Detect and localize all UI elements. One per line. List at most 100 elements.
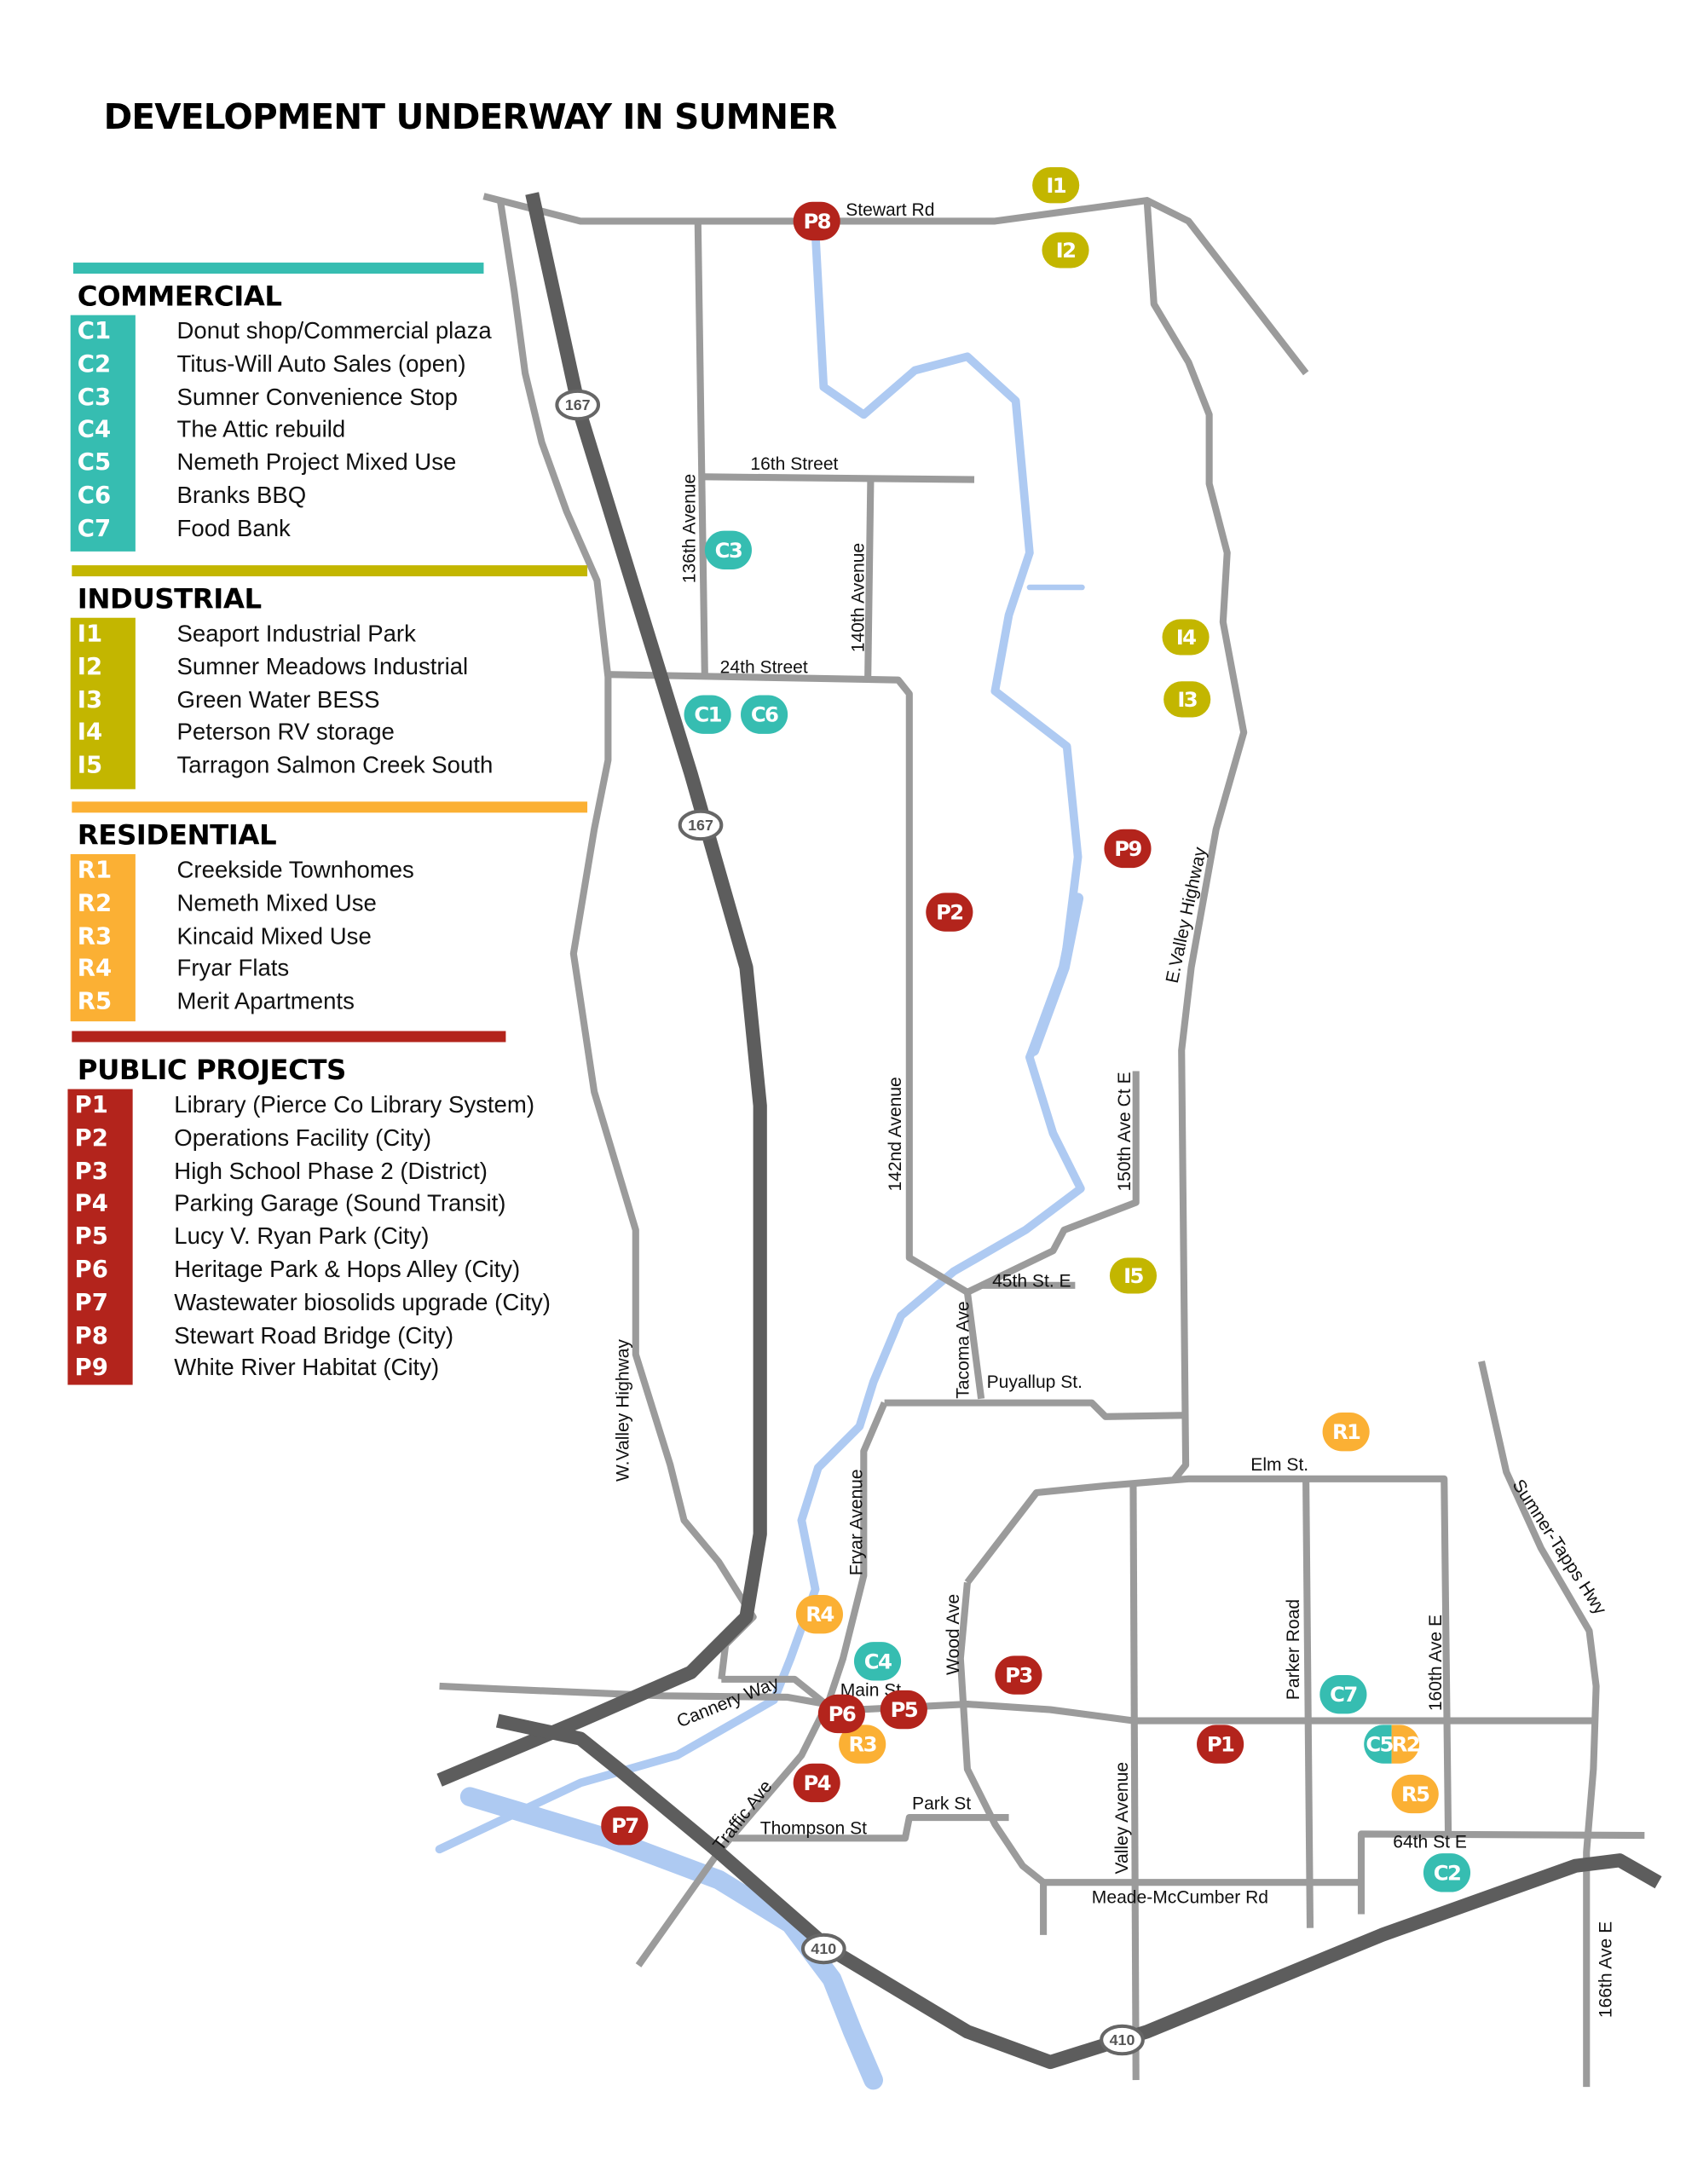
road-label: Traffic Ave — [709, 1777, 776, 1854]
marker-i5[interactable]: I5 — [1109, 1257, 1158, 1294]
commercial-heading: COMMERCIAL — [77, 279, 282, 313]
marker-i4[interactable]: I4 — [1162, 619, 1210, 656]
shield-410-icon: 410 — [1100, 2024, 1145, 2056]
svg-text:167: 167 — [565, 396, 591, 413]
svg-text:I1: I1 — [1046, 173, 1065, 198]
marker-r1[interactable]: R1 — [1322, 1412, 1370, 1452]
legend-code: P6 — [74, 1256, 108, 1285]
marker-r5[interactable]: R5 — [1391, 1774, 1439, 1814]
marker-c7[interactable]: C7 — [1319, 1675, 1367, 1714]
marker-c3[interactable]: C3 — [704, 530, 752, 569]
svg-text:R5: R5 — [1401, 1782, 1429, 1806]
marker-c2[interactable]: C2 — [1423, 1853, 1471, 1892]
marker-r3[interactable]: R3 — [839, 1725, 886, 1764]
marker-p4[interactable]: P4 — [793, 1763, 840, 1803]
legend-code: R3 — [77, 922, 113, 950]
marker-p7[interactable]: P7 — [601, 1806, 649, 1846]
marker-c6[interactable]: C6 — [741, 695, 788, 734]
svg-text:R2: R2 — [1392, 1732, 1419, 1757]
legend-description: Operations Facility (City) — [174, 1124, 432, 1152]
svg-text:I5: I5 — [1123, 1263, 1143, 1288]
legend-code: P2 — [74, 1124, 108, 1153]
road-label: Meade-McCumber Rd — [1092, 1888, 1268, 1908]
road-label: Stewart Rd — [846, 200, 934, 220]
legend-code: P1 — [74, 1091, 108, 1120]
legend-description: Library (Pierce Co Library System) — [174, 1091, 535, 1118]
public-heading: PUBLIC PROJECTS — [77, 1053, 347, 1087]
legend-description: Nemeth Mixed Use — [176, 889, 377, 916]
svg-text:R1: R1 — [1332, 1419, 1360, 1444]
marker-c4[interactable]: C4 — [853, 1642, 902, 1681]
road-label: 136th Avenue — [680, 474, 700, 583]
legend-description: Creekside Townhomes — [176, 857, 414, 884]
legend-description: Heritage Park & Hops Alley (City) — [174, 1256, 521, 1283]
svg-text:C1: C1 — [694, 702, 721, 727]
industrial-heading: INDUSTRIAL — [77, 581, 262, 615]
legend-description: The Attic rebuild — [176, 416, 346, 443]
legend-code: P8 — [74, 1321, 108, 1350]
industrial-divider — [72, 565, 588, 577]
road-label: Parker Road — [1284, 1599, 1303, 1700]
commercial-divider — [72, 263, 484, 274]
road-label: Puyallup St. — [987, 1372, 1083, 1392]
marker-p6[interactable]: P6 — [817, 1694, 865, 1734]
legend-item: R2 Nemeth Mixed Use — [71, 887, 624, 921]
highway-shields: 167 167 410 410 — [555, 389, 1145, 2056]
road-label: Tacoma Ave — [954, 1301, 973, 1398]
svg-text:P4: P4 — [803, 1771, 830, 1795]
legend-code: P7 — [74, 1289, 108, 1317]
legend-code: I2 — [77, 653, 103, 681]
marker-p9[interactable]: P9 — [1104, 829, 1152, 869]
road-label: Sumner-Tapps Hwy — [1509, 1476, 1611, 1618]
marker-p1[interactable]: P1 — [1197, 1725, 1244, 1764]
marker-p8[interactable]: P8 — [793, 201, 840, 241]
marker-i2[interactable]: I2 — [1042, 232, 1089, 269]
svg-text:C6: C6 — [751, 702, 778, 727]
legend-code: R5 — [77, 988, 113, 1016]
marker-i3[interactable]: I3 — [1163, 681, 1211, 718]
marker-p5[interactable]: P5 — [880, 1690, 927, 1730]
residential-heading: RESIDENTIAL — [77, 818, 277, 852]
legend-description: White River Habitat (City) — [174, 1355, 440, 1382]
marker-r4[interactable]: R4 — [795, 1594, 843, 1634]
marker-p2[interactable]: P2 — [926, 893, 973, 932]
legend-code: P5 — [74, 1223, 108, 1251]
legend-description: Sumner Convenience Stop — [176, 384, 458, 410]
marker-i1[interactable]: I1 — [1032, 167, 1080, 204]
road-label: Park St — [912, 1794, 971, 1813]
road-label: Wood Ave — [944, 1594, 963, 1675]
legend-code: P3 — [74, 1157, 108, 1186]
svg-text:P9: P9 — [1114, 836, 1141, 861]
road-label: W.Valley Highway — [614, 1339, 633, 1482]
legend-description: Lucy V. Ryan Park (City) — [174, 1223, 430, 1250]
marker-c1[interactable]: C1 — [684, 695, 731, 734]
road-label: 140th Avenue — [848, 543, 868, 652]
legend-code: R2 — [77, 889, 113, 918]
road-label: 142nd Avenue — [886, 1077, 905, 1191]
legend-code: I3 — [77, 686, 103, 714]
legend-code: C6 — [77, 482, 112, 511]
public-list: P1 Library (Pierce Co Library System) P2 Op… — [67, 1089, 551, 1385]
river-wide — [1028, 893, 1084, 1056]
marker-p3[interactable]: P3 — [995, 1655, 1042, 1695]
svg-text:P5: P5 — [891, 1697, 918, 1722]
legend-description: Wastewater biosolids upgrade (City) — [174, 1289, 551, 1316]
legend-code: P4 — [74, 1190, 108, 1218]
legend-code: C3 — [77, 384, 112, 412]
shield-167-icon: 167 — [678, 809, 724, 841]
svg-text:C4: C4 — [864, 1649, 892, 1673]
